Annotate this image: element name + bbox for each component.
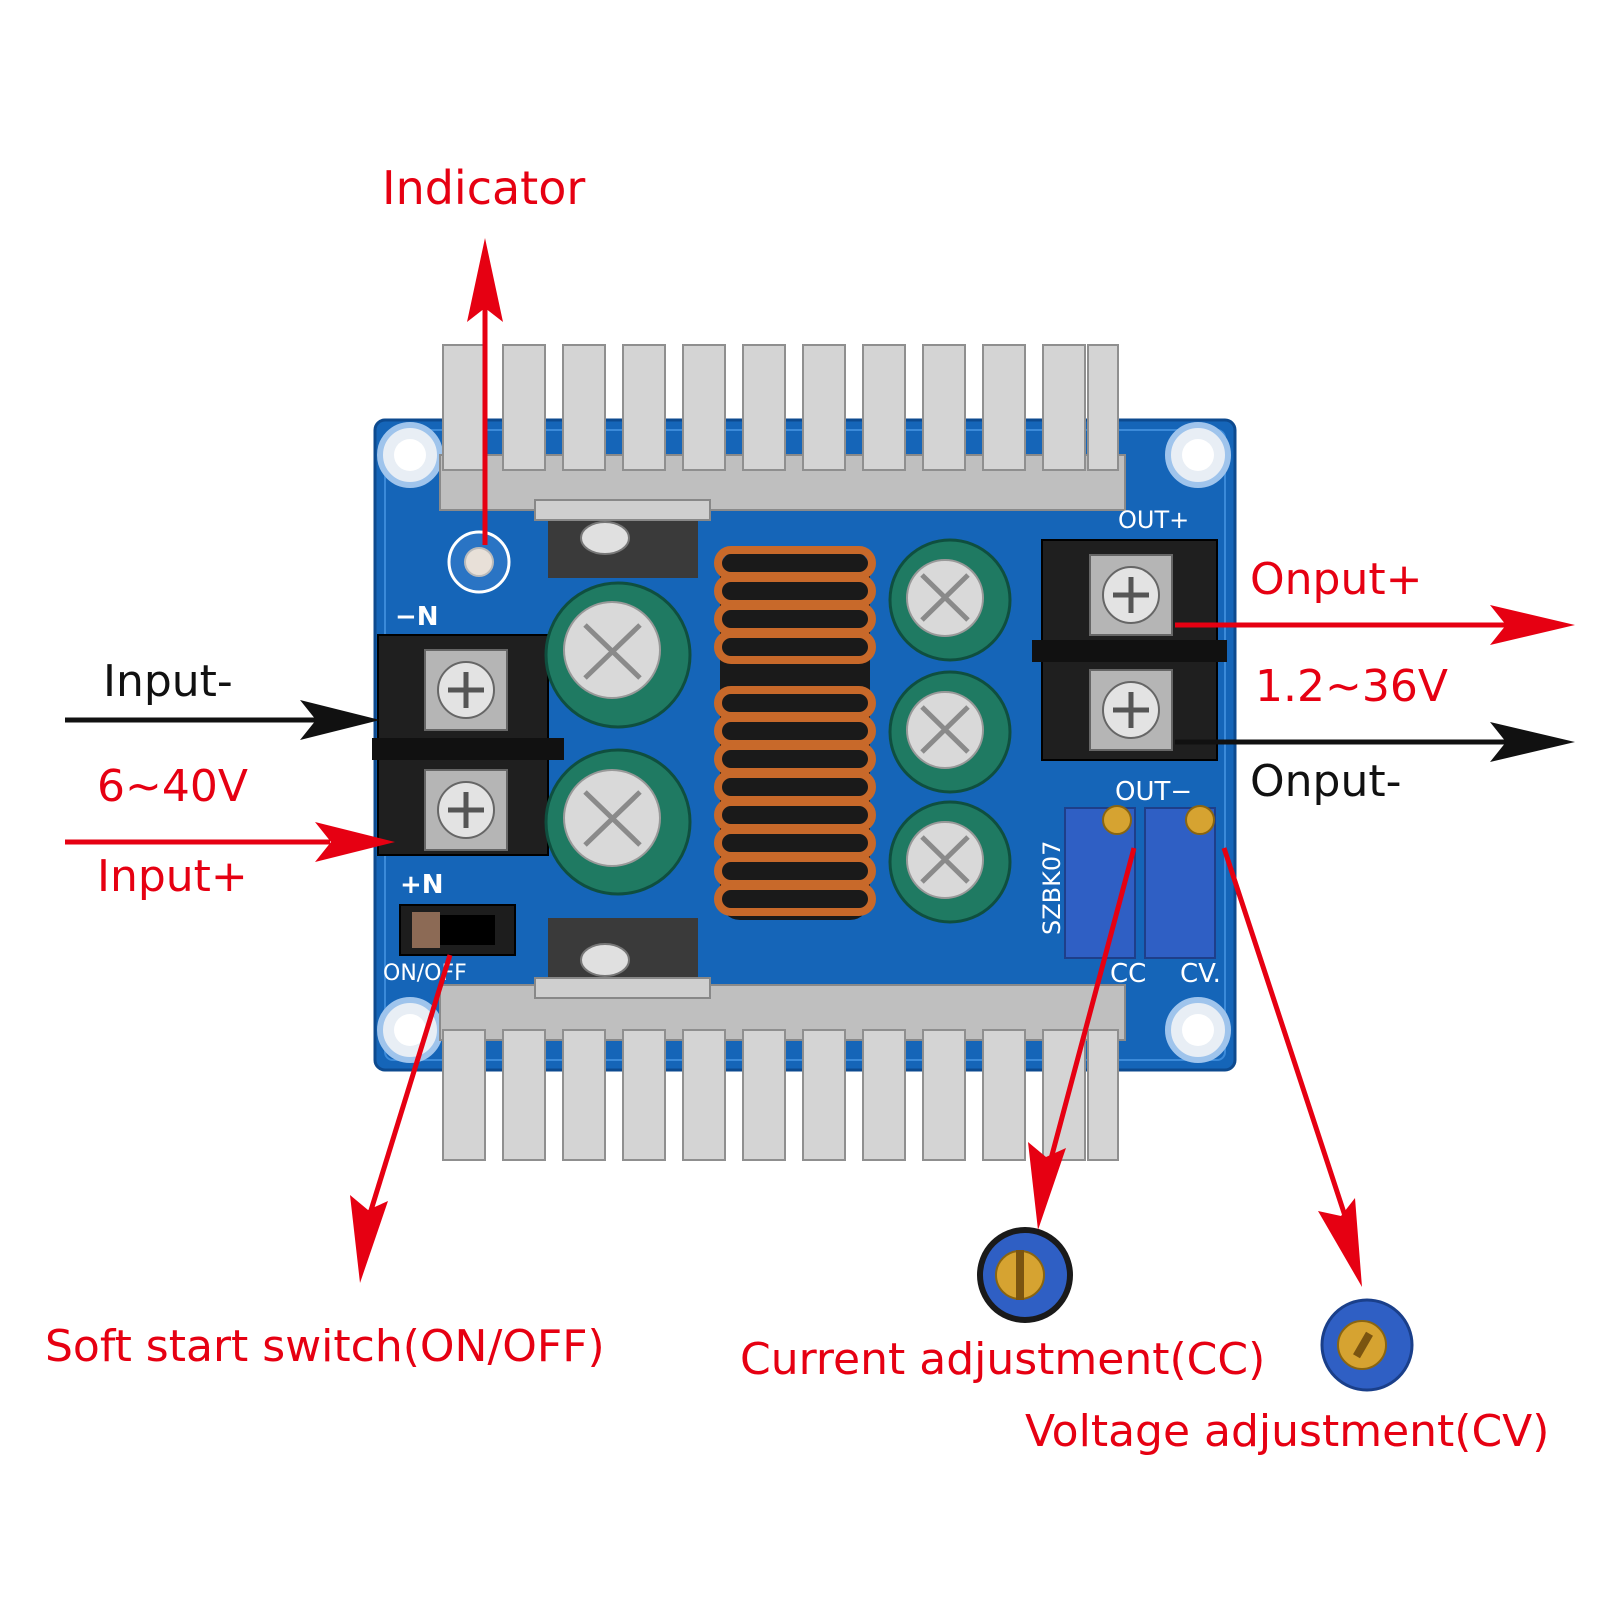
- cc-trimpot: [1064, 805, 1136, 959]
- model-marking: SZBK07: [1038, 841, 1066, 935]
- in-plus-marking: +N: [400, 870, 444, 900]
- mounting-hole: [1165, 422, 1231, 488]
- cc-adjust-arrow: [1028, 847, 1137, 1230]
- output-minus-label: Onput-: [1250, 756, 1402, 807]
- output-plus-label: Onput+: [1250, 554, 1423, 605]
- capacitor: [888, 670, 1012, 794]
- input-terminal-block: [372, 634, 564, 856]
- input-minus-arrow: [65, 700, 380, 740]
- switch-marking: ON/OFF: [383, 961, 467, 986]
- input-minus-label: Input-: [103, 656, 233, 707]
- voltage-adjustment-label: Voltage adjustment(CV): [1025, 1406, 1550, 1457]
- cv-trimpot: [1144, 805, 1216, 959]
- output-voltage-label: 1.2~36V: [1255, 661, 1448, 712]
- output-minus-arrow: [1175, 722, 1575, 762]
- mounting-hole: [1165, 997, 1231, 1063]
- input-plus-label: Input+: [97, 851, 248, 902]
- capacitor: [888, 538, 1012, 662]
- cv-trimpot-closeup: [1320, 1298, 1414, 1392]
- output-terminal-block: [1032, 539, 1227, 761]
- input-voltage-label: 6~40V: [97, 761, 248, 812]
- in-minus-marking: −N: [395, 602, 439, 632]
- input-plus-arrow: [65, 822, 395, 862]
- bottom-heatsink: [439, 984, 1126, 1161]
- cv-adjust-arrow: [1221, 847, 1362, 1287]
- indicator-led: [447, 530, 511, 594]
- output-plus-arrow: [1175, 605, 1575, 645]
- soft-start-arrow: [350, 954, 453, 1283]
- out-minus-marking: OUT−: [1115, 777, 1192, 807]
- cv-marking: CV.: [1180, 959, 1221, 989]
- indicator-arrow: [467, 238, 503, 545]
- mosfet-bottom: [534, 918, 711, 999]
- cc-trimpot-closeup: [977, 1227, 1073, 1323]
- mounting-hole: [377, 422, 443, 488]
- mosfet-top: [534, 499, 711, 578]
- capacitor: [544, 748, 692, 896]
- soft-start-label: Soft start switch(ON/OFF): [45, 1321, 605, 1372]
- capacitor: [888, 800, 1012, 924]
- inductor-coil: [714, 546, 876, 920]
- top-heatsink: [439, 344, 1126, 511]
- cc-marking: CC: [1110, 959, 1146, 989]
- capacitor: [544, 581, 692, 729]
- indicator-label: Indicator: [382, 161, 586, 215]
- current-adjustment-label: Current adjustment(CC): [740, 1334, 1266, 1385]
- mounting-hole: [377, 997, 443, 1063]
- out-plus-marking: OUT+: [1118, 506, 1189, 534]
- soft-start-switch: [399, 904, 516, 956]
